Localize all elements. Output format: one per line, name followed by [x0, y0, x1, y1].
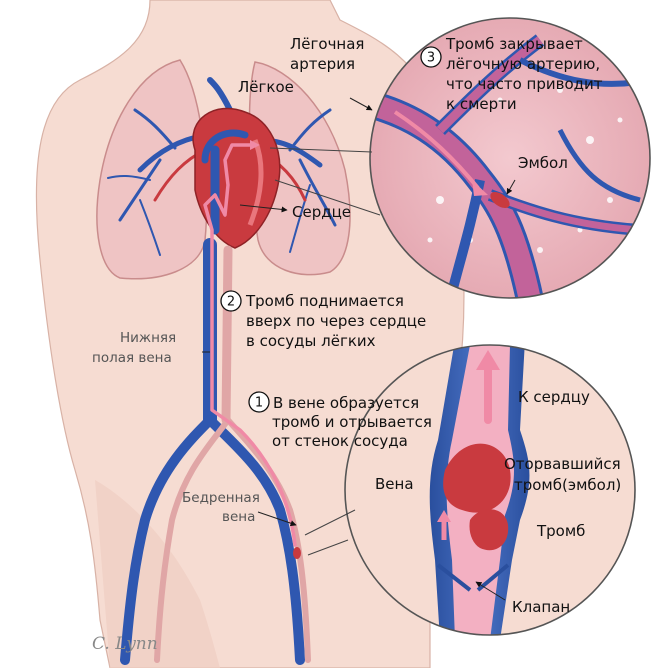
step-3-line4: к смерти	[446, 95, 517, 113]
step-markers: 1 2 3	[220, 46, 442, 413]
step-1-line1: В вене образуется	[273, 394, 419, 412]
vein-magnified-view	[304, 344, 636, 636]
thrombus-label: Тромб	[536, 522, 585, 540]
leader-lines	[202, 97, 516, 601]
ivc-label-line2: полая вена	[92, 350, 172, 366]
femoral-vein-label-line2: вена	[222, 509, 255, 525]
step-3-line1: Тромб закрывает	[445, 35, 583, 53]
heart-label: Сердце	[292, 203, 351, 221]
step-3-line2: лёгочную артерию,	[446, 55, 600, 73]
pulmonary-artery-label-line1: Лёгочная	[290, 35, 364, 53]
to-heart-label: К сердцу	[518, 388, 590, 406]
step-2-line1: Тромб поднимается	[245, 292, 404, 310]
step-3-text: Тромб закрывает лёгочную артерию, что ча…	[445, 35, 603, 113]
detached-thrombus-label-line2: тромб(эмбол)	[514, 476, 621, 494]
artist-signature: C. Lynn	[92, 634, 158, 654]
femoral-vein-label-line1: Бедренная	[182, 490, 260, 506]
pulmonary-vessels	[107, 77, 337, 256]
step-1-line2: тромб и отрывается	[272, 413, 432, 431]
step-1-text: В вене образуется тромб и отрывается от …	[272, 394, 432, 450]
step-2-line2: вверх по через сердце	[246, 312, 426, 330]
pulmonary-artery-label-line2: артерия	[290, 55, 355, 73]
valve-label: Клапан	[512, 598, 570, 616]
embolus-label: Эмбол	[518, 154, 568, 172]
step-2-marker	[220, 290, 242, 312]
heart	[192, 107, 281, 249]
detached-thrombus-label-line1: Оторвавшийся	[504, 455, 621, 473]
step-3-marker	[420, 46, 442, 68]
step-3-number: 3	[427, 51, 435, 66]
step-3-line3: что часто приводит	[446, 75, 603, 93]
lung-magnified-view	[269, 17, 651, 299]
vein-label: Вена	[375, 475, 414, 493]
step-1-marker	[248, 391, 270, 413]
step-1-number: 1	[255, 396, 263, 411]
labels: Лёгочная артерия Лёгкое Сердце Нижняя по…	[92, 35, 621, 616]
femoral-thrombus	[293, 547, 301, 559]
step-1-line3: от стенок сосуда	[272, 432, 408, 450]
flow-path	[203, 140, 297, 547]
step-2-text: Тромб поднимается вверх по через сердце …	[245, 292, 426, 350]
step-2-number: 2	[227, 295, 235, 310]
lung-label: Лёгкое	[238, 78, 294, 96]
ivc-label-line1: Нижняя	[120, 330, 176, 346]
step-2-line3: в сосуды лёгких	[246, 332, 376, 350]
venous-system	[120, 238, 311, 665]
